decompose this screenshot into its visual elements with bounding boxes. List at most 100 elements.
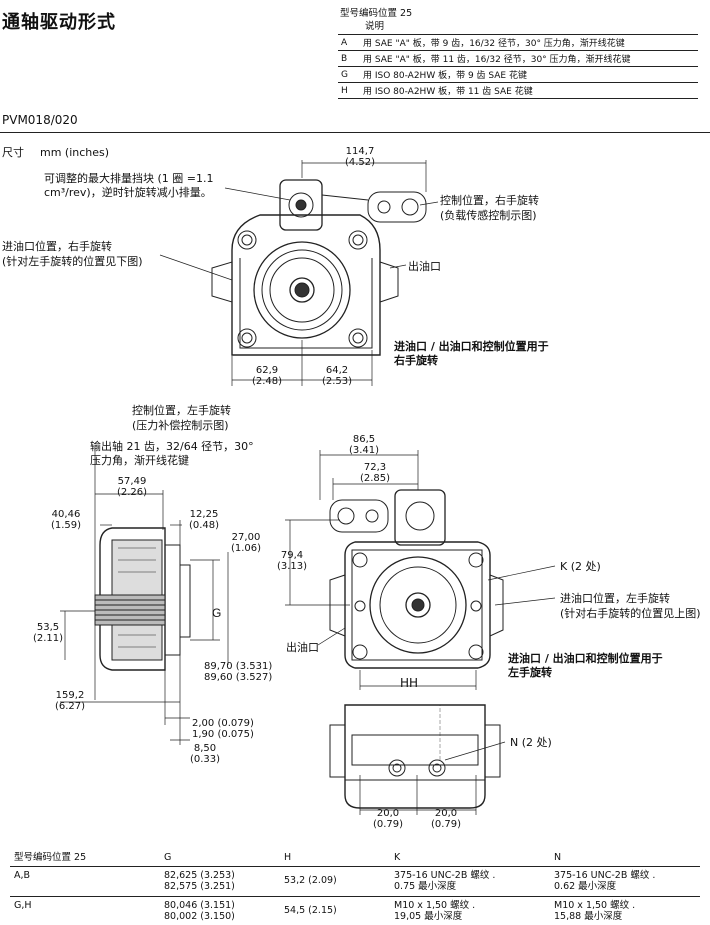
ctrl-pos-rh: 控制位置，右手旋转 — [440, 194, 539, 207]
inlet-pos-rh: 进油口位置，右手旋转 — [2, 240, 112, 253]
dim-1-06: (1.06) — [230, 543, 262, 554]
desc-cell: 用 SAE "A" 板，带 11 齿，16/32 径节，30° 压力角，渐开线花… — [360, 50, 698, 67]
inlet-pos-rh-sub: (针对左手旋转的位置见下图) — [2, 255, 143, 268]
n-value: 0.62 最小深度 — [554, 881, 617, 892]
dim-12-25: 12,25 — [189, 509, 219, 520]
n-cell: 375-16 UNC-2B 螺纹 .0.62 最小深度 — [550, 866, 700, 897]
dim-1-90: 1,90 (0.075) — [192, 729, 254, 740]
front-view-pump-drawing — [329, 489, 504, 669]
bottom-view-pump-drawing — [329, 704, 501, 809]
h-value: 54,5 (2.15) — [284, 905, 337, 917]
dim-2-00: 2,00 (0.079) — [192, 718, 254, 729]
dim-3-13: (3.13) — [276, 561, 308, 572]
desc-cell: 用 ISO 80-A2HW 板，带 11 齿 SAE 花键 — [360, 82, 698, 99]
dim-2-26: (2.26) — [116, 487, 148, 498]
spec-table: 型号编码位置 25 G H K N A,B 82,625 (3.253)82,5… — [10, 852, 700, 925]
k-cell: 375-16 UNC-2B 螺纹 .0.75 最小深度 — [390, 866, 550, 897]
code-table: A 用 SAE "A" 板，带 9 齿，16/32 径节，30° 压力角，渐开线… — [338, 34, 698, 99]
dim-0-79-a: (0.79) — [372, 819, 404, 830]
section-divider — [0, 132, 710, 133]
page-title: 通轴驱动形式 — [2, 12, 116, 33]
dim-0-79-b: (0.79) — [430, 819, 462, 830]
dim-1-59: (1.59) — [50, 520, 82, 531]
ctrl-pos-lh: 控制位置，左手旋转 — [132, 404, 231, 417]
col-header: G — [160, 852, 280, 867]
dim-89-70: 89,70 (3.531) — [204, 661, 273, 672]
dim-64-2: 64,2 — [325, 365, 349, 376]
n-label: N (2 处) — [510, 736, 552, 749]
side-section-drawing — [94, 527, 191, 671]
col-header: 型号编码位置 25 — [10, 852, 160, 867]
dim-40-46: 40,46 — [51, 509, 81, 520]
outlet-label-front: 出油口 — [286, 641, 319, 654]
n-value: M10 x 1,50 螺纹 . — [554, 899, 636, 911]
col-header: H — [280, 852, 390, 867]
table-row: G,H 80,046 (3.151)80,002 (3.150) 54,5 (2… — [10, 896, 700, 925]
g-value: 80,002 (3.150) — [164, 911, 235, 922]
ctrl-pos-lh-sub: (压力补偿控制示图) — [132, 419, 229, 432]
dim-2-11: (2.11) — [32, 633, 64, 644]
g-value: 80,046 (3.151) — [164, 899, 235, 911]
n-cell: M10 x 1,50 螺纹 .15,88 最小深度 — [550, 896, 700, 925]
dim-0-33: (0.33) — [189, 754, 221, 765]
col-header: N — [550, 852, 700, 867]
stop-note: 可调整的最大排量挡块 (1 圈 =1.1 cm³/rev)，逆时针旋转减小排量。 — [44, 172, 214, 199]
outlet-label-top: 出油口 — [408, 260, 441, 273]
model-label: PVM018/020 — [2, 113, 78, 127]
code-cell: A — [338, 34, 360, 51]
rh-note: 进油口 / 出油口和控制位置用于右手旋转 — [394, 340, 549, 367]
table-row: B 用 SAE "A" 板，带 11 齿，16/32 径节，30° 压力角，渐开… — [338, 50, 698, 67]
code-cell: B — [338, 50, 360, 67]
k-label: K (2 处) — [560, 560, 601, 573]
g-value: 82,575 (3.251) — [164, 881, 235, 892]
dim-20-0-b: 20,0 — [434, 808, 458, 819]
dim-8-50: 8,50 — [193, 743, 217, 754]
desc-cell: 用 ISO 80-A2HW 板，带 9 齿 SAE 花键 — [360, 66, 698, 83]
k-value: 375-16 UNC-2B 螺纹 . — [394, 869, 496, 881]
dim-114-7: 114,7 — [345, 146, 375, 157]
dim-27-00: 27,00 — [231, 532, 261, 543]
dim-0-48: (0.48) — [188, 520, 220, 531]
h-cell: 53,2 (2.09) — [280, 866, 390, 897]
inlet-pos-lh: 进油口位置，左手旋转 — [560, 592, 670, 605]
dim-3-41: (3.41) — [348, 445, 380, 456]
dim-4-52: (4.52) — [344, 157, 376, 168]
dim-20-0-a: 20,0 — [376, 808, 400, 819]
code-cell: G,H — [10, 896, 160, 925]
dim-79-4: 79,4 — [280, 550, 304, 561]
desc-cell: 用 SAE "A" 板，带 9 齿，16/32 径节，30° 压力角，渐开线花键 — [360, 34, 698, 51]
table-row: H 用 ISO 80-A2HW 板，带 11 齿 SAE 花键 — [338, 82, 698, 99]
g-cell: 82,625 (3.253)82,575 (3.251) — [160, 866, 280, 897]
dim-2-53: (2.53) — [321, 376, 353, 387]
table-header-row: 型号编码位置 25 G H K N — [10, 852, 700, 867]
k-value: 0.75 最小深度 — [394, 881, 457, 892]
n-value: 15,88 最小深度 — [554, 911, 623, 922]
dims-label: 尺寸 — [2, 146, 24, 159]
code-cell: G — [338, 66, 360, 83]
k-value: 19,05 最小深度 — [394, 911, 463, 922]
h-value: 53,2 (2.09) — [284, 875, 337, 887]
shaft-note: 输出轴 21 齿，32/64 径节，30° 压力角，渐开线花键 — [90, 440, 254, 467]
dim-6-27: (6.27) — [54, 701, 86, 712]
code-table-subheader: 说明 — [365, 21, 385, 32]
dim-2-48: (2.48) — [251, 376, 283, 387]
dim-72-3: 72,3 — [363, 462, 387, 473]
dim-86-5: 86,5 — [352, 434, 376, 445]
h-cell: 54,5 (2.15) — [280, 896, 390, 925]
hh-label: HH — [400, 676, 419, 690]
code-cell: A,B — [10, 866, 160, 897]
k-value: M10 x 1,50 螺纹 . — [394, 899, 476, 911]
dim-2-85: (2.85) — [359, 473, 391, 484]
g-cell: 80,046 (3.151)80,002 (3.150) — [160, 896, 280, 925]
ctrl-pos-rh-sub: (负载传感控制示图) — [440, 209, 537, 222]
g-mark: G — [212, 606, 221, 620]
table-row: A,B 82,625 (3.253)82,575 (3.251) 53,2 (2… — [10, 866, 700, 897]
dim-53-5: 53,5 — [36, 622, 60, 633]
g-value: 82,625 (3.253) — [164, 869, 235, 881]
code-table-header: 型号编码位置 25 — [340, 8, 413, 19]
dim-89-60: 89,60 (3.527) — [204, 672, 273, 683]
n-value: 375-16 UNC-2B 螺纹 . — [554, 869, 656, 881]
dim-62-9: 62,9 — [255, 365, 279, 376]
dim-159-2: 159,2 — [55, 690, 85, 701]
